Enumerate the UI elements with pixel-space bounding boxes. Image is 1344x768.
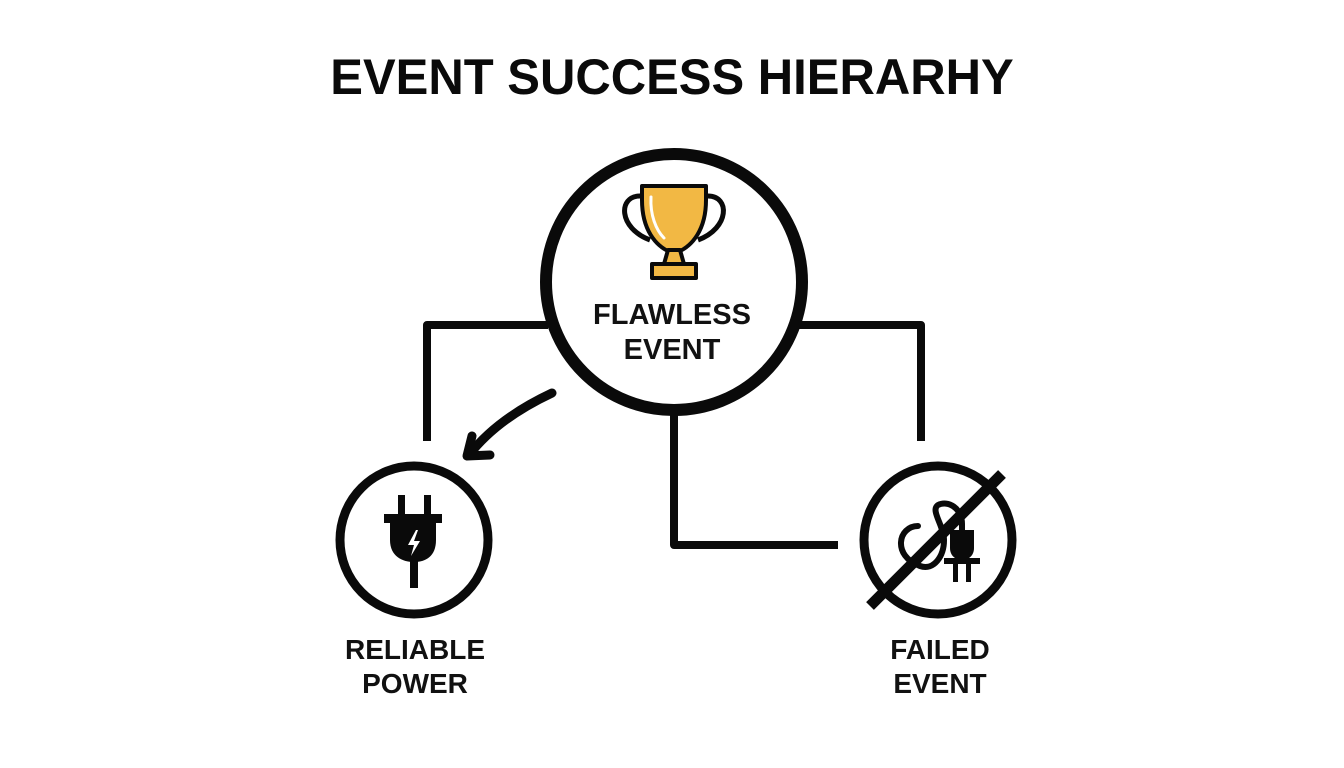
unplugged-prohibited-icon: [866, 470, 1006, 610]
power-plug-icon: [384, 495, 442, 588]
connector-top-right: [798, 321, 925, 441]
failed-event-label-line2: EVENT: [893, 667, 987, 699]
reliable-power-label-line2: POWER: [362, 667, 468, 699]
connector-lines: [423, 321, 925, 549]
failed-event-label: FAILED EVENT: [840, 633, 1040, 700]
connector-top-left: [423, 321, 548, 441]
failed-event-label-line1: FAILED: [890, 634, 990, 665]
diagram-title: EVENT SUCCESS HIERARHY: [330, 49, 1014, 105]
flawless-event-label: FLAWLESS EVENT: [572, 298, 772, 368]
reliable-power-label: RELIABLE POWER: [315, 633, 515, 700]
connector-top-down: [670, 410, 838, 549]
flawless-event-label-line1: FLAWLESS: [593, 299, 751, 331]
flawless-event-label-line2: EVENT: [623, 333, 721, 366]
reliable-power-label-line1: RELIABLE: [345, 634, 485, 665]
flawless-event-node: [540, 148, 808, 416]
trophy-icon: [622, 184, 726, 280]
prohibited-slash: [866, 470, 1006, 610]
arrow-icon: [462, 388, 557, 461]
